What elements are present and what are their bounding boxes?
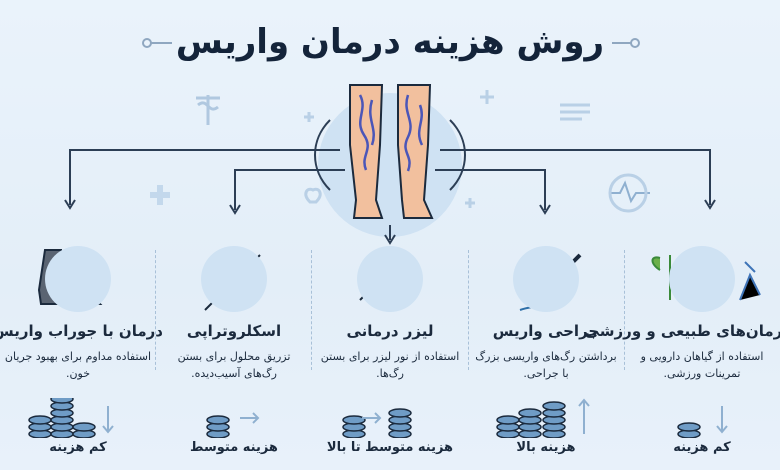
method-title: درمان با جوراب واریس bbox=[0, 322, 163, 340]
syringe-icon bbox=[201, 246, 267, 312]
coin-stack-icon bbox=[677, 406, 728, 438]
method-description: استفاده مداوم برای بهبود جریان خون. bbox=[4, 350, 152, 380]
cost-label: هزینه متوسط تا بالا bbox=[326, 440, 454, 455]
method-title: اسکلروتراپی bbox=[186, 322, 282, 340]
method-description: استفاده از گیاهان دارویی و تمرینات ورزشی… bbox=[640, 350, 764, 380]
method-description: استفاده از نور لیزر برای بستن رگ‌ها. bbox=[320, 350, 460, 380]
coin-stack-icon bbox=[28, 398, 114, 438]
decor-icons bbox=[150, 90, 650, 213]
method-card: جراحی واریس برداشتن رگ‌های واریسی بزرگ ب… bbox=[468, 240, 624, 470]
cost-label: کم هزینه bbox=[49, 440, 107, 455]
legs-icon bbox=[349, 84, 434, 219]
method-card: درمان با جوراب واریس استفاده مداوم برای … bbox=[0, 240, 163, 470]
coin-stack-icon bbox=[206, 412, 260, 438]
legs-backdrop bbox=[318, 93, 462, 237]
divider bbox=[311, 250, 312, 370]
divider bbox=[468, 250, 469, 370]
method-description: تزریق محلول برای بستن رگ‌های آسیب‌دیده. bbox=[177, 350, 291, 380]
laser-device-icon bbox=[357, 246, 423, 312]
title-dot-right bbox=[630, 38, 640, 48]
trend-arrow-icon bbox=[578, 398, 590, 434]
method-card: لیزر درمانی استفاده از نور لیزر برای بست… bbox=[312, 240, 468, 470]
title-line-left bbox=[150, 42, 172, 44]
coin-stack-icon bbox=[496, 398, 590, 438]
trend-arrow-icon bbox=[240, 412, 260, 424]
trend-arrow-icon bbox=[362, 412, 382, 424]
method-title: لیزر درمانی bbox=[346, 322, 434, 340]
method-card: درمان‌های طبیعی و ورزشی استفاده از گیاها… bbox=[585, 240, 780, 470]
cost-label: هزینه بالا bbox=[516, 440, 576, 455]
trend-arrow-icon bbox=[102, 406, 114, 434]
method-card: اسکلروتراپی تزریق محلول برای بستن رگ‌های… bbox=[156, 240, 312, 470]
branch-arrows bbox=[64, 119, 716, 245]
page-title: روش هزینه درمان واریس bbox=[175, 22, 605, 62]
cost-label: هزینه متوسط bbox=[190, 440, 278, 455]
scalpel-icon bbox=[513, 246, 579, 312]
divider bbox=[624, 250, 625, 370]
method-title: درمان‌های طبیعی و ورزشی bbox=[584, 322, 780, 340]
cost-label: کم هزینه bbox=[673, 440, 731, 455]
herbs-water-exercise-icon bbox=[669, 246, 735, 312]
method-description: برداشتن رگ‌های واریسی بزرگ با جراحی. bbox=[475, 350, 617, 380]
title-line-right bbox=[612, 42, 634, 44]
divider bbox=[155, 250, 156, 370]
title-dot-left bbox=[142, 38, 152, 48]
method-title: جراحی واریس bbox=[492, 322, 600, 340]
coin-stack-icon bbox=[342, 408, 412, 438]
compression-sock-icon bbox=[45, 246, 111, 312]
trend-arrow-icon bbox=[716, 406, 728, 434]
